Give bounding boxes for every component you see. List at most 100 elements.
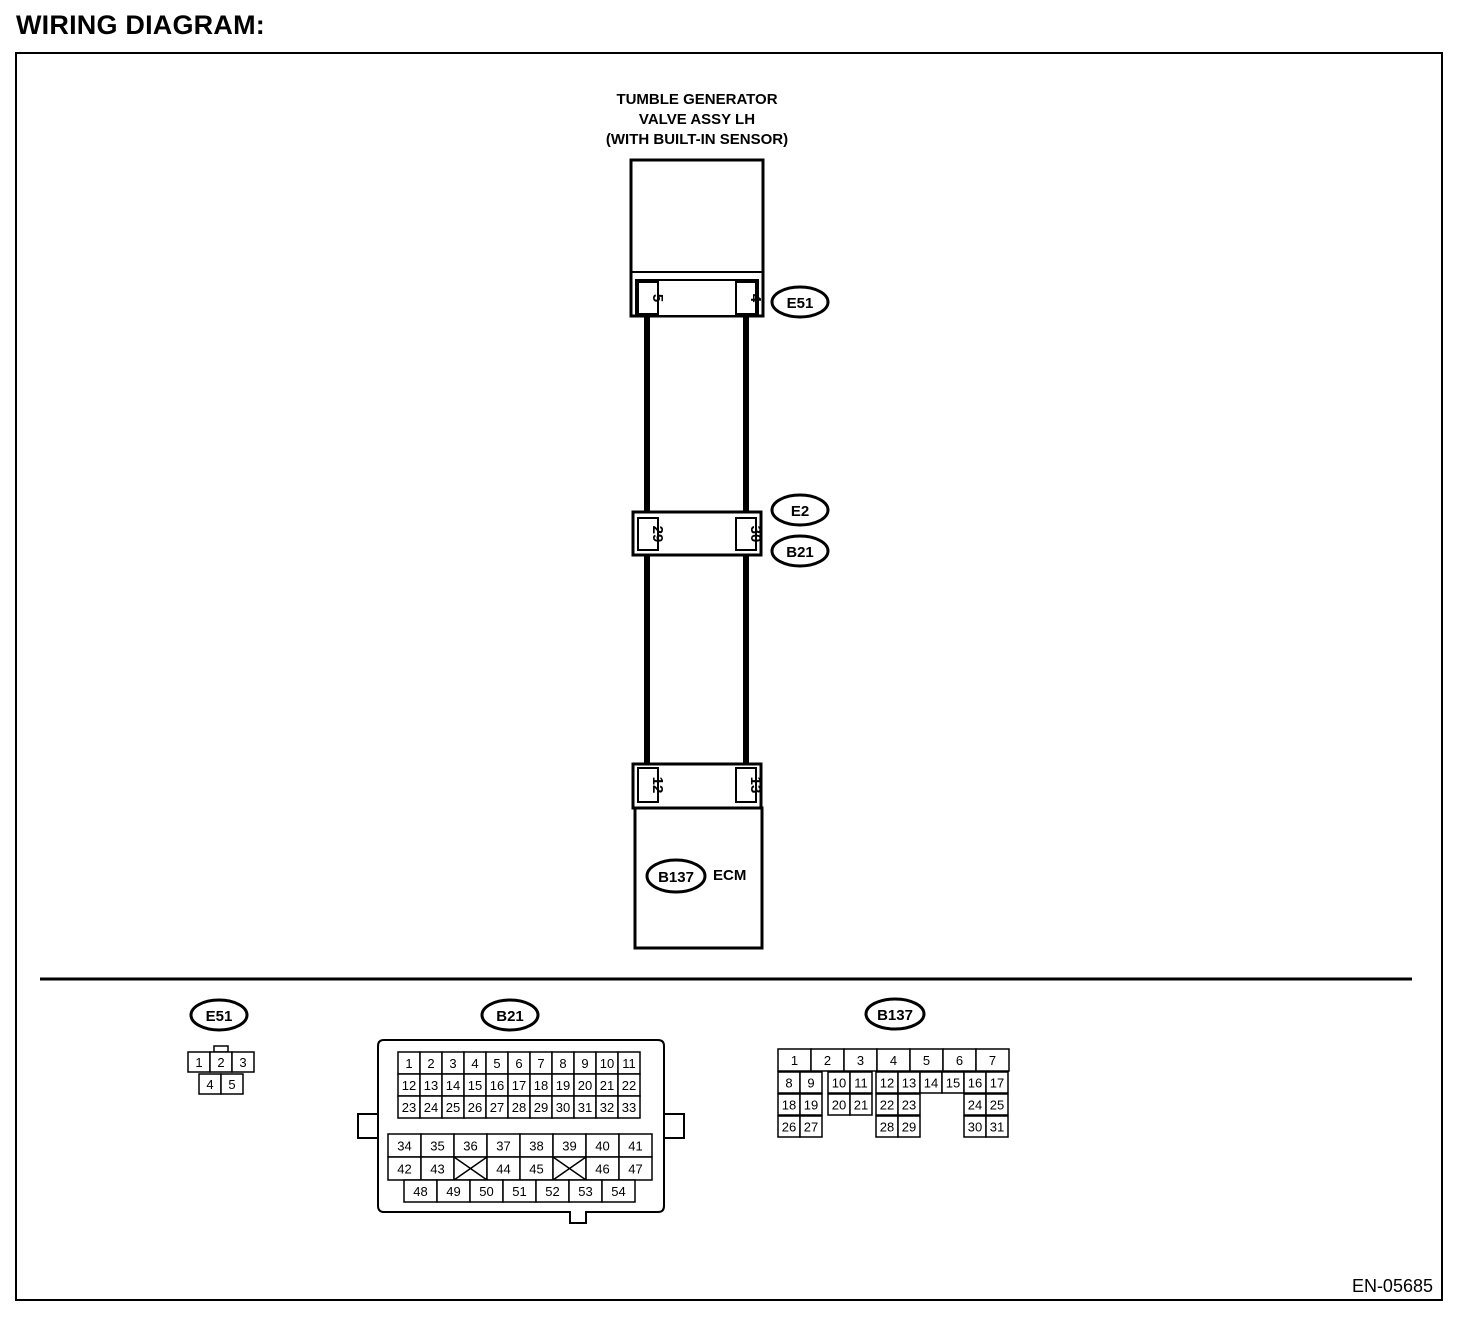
b21-cavity-2: 2 [419, 1051, 443, 1075]
b21-cavity-53: 53 [568, 1179, 603, 1203]
b21-cavity-19: 19 [551, 1073, 575, 1097]
connector-tag-e2: E2 [770, 493, 830, 527]
b137-cavity-16-label: 16 [968, 1076, 982, 1091]
b137-cavity-24-label: 24 [968, 1098, 982, 1113]
b21-cavity-46-label: 46 [595, 1162, 609, 1177]
b137-cavity-26-label: 26 [782, 1120, 796, 1135]
b21-cavity-51: 51 [502, 1179, 537, 1203]
b21-cavity-32: 32 [595, 1095, 619, 1119]
svg-text:E51: E51 [206, 1008, 233, 1025]
b137-cavity-25-label: 25 [990, 1098, 1004, 1113]
b137-cavity-31: 31 [985, 1115, 1009, 1138]
b21-cavity-42: 42 [387, 1156, 422, 1181]
b21-cavity-9: 9 [573, 1051, 597, 1075]
b137-cavity-7: 7 [975, 1048, 1010, 1072]
page-heading: WIRING DIAGRAM: [16, 10, 265, 40]
b137-cavity-18: 18 [777, 1093, 801, 1116]
b21-cavity-52: 52 [535, 1179, 570, 1203]
b137-cavity-19: 19 [799, 1093, 823, 1116]
b21-cavity-48-label: 48 [413, 1184, 427, 1199]
b21-cavity-20-label: 20 [578, 1078, 592, 1093]
b21-cavity-1: 1 [397, 1051, 421, 1075]
e51-cavity-4-label: 4 [206, 1077, 213, 1092]
b137-cavity-22: 22 [875, 1093, 899, 1116]
svg-text:B137: B137 [877, 1007, 913, 1024]
diagram-frame [15, 52, 1443, 1301]
b21-cavity-44-label: 44 [496, 1162, 510, 1177]
e51-cavity-4: 4 [198, 1073, 222, 1095]
b21-cavity-31: 31 [573, 1095, 597, 1119]
b137-cavity-28-label: 28 [880, 1120, 894, 1135]
b21-cavity-13-label: 13 [424, 1078, 438, 1093]
b21-cavity-33: 33 [617, 1095, 641, 1119]
b21-cavity-16-label: 16 [490, 1078, 504, 1093]
b137-cavity-21-label: 21 [854, 1098, 868, 1113]
b137-cavity-13-label: 13 [902, 1076, 916, 1091]
b21-cavity-30: 30 [551, 1095, 575, 1119]
b21-cavity-27-label: 27 [490, 1100, 504, 1115]
b21-cavity-25-label: 25 [446, 1100, 460, 1115]
b21-cavity-7-label: 7 [537, 1056, 544, 1071]
svg-text:B21: B21 [786, 544, 814, 561]
b137-cavity-20-label: 20 [832, 1098, 846, 1113]
e51-cavity-3-label: 3 [239, 1055, 246, 1070]
b137-cavity-11-label: 11 [854, 1076, 868, 1091]
svg-text:B137: B137 [658, 869, 694, 886]
b137-cavity-12: 12 [875, 1071, 899, 1094]
b21-cavity-27: 27 [485, 1095, 509, 1119]
joint-pin-29: 29 [649, 526, 666, 543]
b21-cavity-54: 54 [601, 1179, 636, 1203]
b21-cavity-22-label: 22 [622, 1078, 636, 1093]
b137-cavity-7-label: 7 [989, 1053, 996, 1068]
b137-cavity-6: 6 [942, 1048, 977, 1072]
b21-cavity-47: 47 [618, 1156, 653, 1181]
b137-cavity-10: 10 [827, 1071, 851, 1094]
b137-cavity-3: 3 [843, 1048, 878, 1072]
b137-cavity-18-label: 18 [782, 1098, 796, 1113]
component-title-line-2: VALVE ASSY LH [639, 111, 755, 128]
b137-cavity-20: 20 [827, 1093, 851, 1116]
b21-cavity-38-label: 38 [529, 1139, 543, 1154]
b21-cavity-44: 44 [486, 1156, 521, 1181]
b21-cavity-23: 23 [397, 1095, 421, 1119]
b21-cavity-43-label: 43 [430, 1162, 444, 1177]
b21-cavity-14-label: 14 [446, 1078, 460, 1093]
b21-cavity-49-label: 49 [446, 1184, 460, 1199]
e51-cavity-2: 2 [209, 1051, 233, 1073]
b21-cavity-4: 4 [463, 1051, 487, 1075]
b21-cavity-37: 37 [486, 1133, 521, 1158]
joint-connector-e2-b21: 29 30 [631, 510, 764, 557]
b21-cavity-33-label: 33 [622, 1100, 636, 1115]
b21-cavity-29: 29 [529, 1095, 553, 1119]
e51-cavity-5-label: 5 [228, 1077, 235, 1092]
connector-tag-e51: E51 [770, 285, 830, 319]
e51-pin-4: 4 [747, 294, 764, 303]
b137-cavity-9: 9 [799, 1071, 823, 1094]
b21-cavity-6-label: 6 [515, 1056, 522, 1071]
b21-cavity-10: 10 [595, 1051, 619, 1075]
b21-cavity-34: 34 [387, 1133, 422, 1158]
b21-cavity-43: 43 [420, 1156, 455, 1181]
b21-cavity-24: 24 [419, 1095, 443, 1119]
b21-cavity-28-label: 28 [512, 1100, 526, 1115]
b21-cavity-4-label: 4 [471, 1056, 478, 1071]
b21-cavity-36-label: 36 [463, 1139, 477, 1154]
b21-cavity-2-label: 2 [427, 1056, 434, 1071]
e51-pin-5: 5 [649, 294, 666, 302]
b21-cavity-12-label: 12 [402, 1078, 416, 1093]
b21-cavity-39: 39 [552, 1133, 587, 1158]
b21-cavity-25: 25 [441, 1095, 465, 1119]
component-title-line-1: TUMBLE GENERATOR [616, 91, 777, 108]
b137-cavity-29: 29 [897, 1115, 921, 1138]
b21-cavity-51-label: 51 [512, 1184, 526, 1199]
b137-cavity-26: 26 [777, 1115, 801, 1138]
b21-cavity-41: 41 [618, 1133, 653, 1158]
b21-cavity-26: 26 [463, 1095, 487, 1119]
b21-cavity-29-label: 29 [534, 1100, 548, 1115]
b21-cavity-3: 3 [441, 1051, 465, 1075]
b137-cavity-1-label: 1 [791, 1053, 798, 1068]
b21-cavity-21-label: 21 [600, 1078, 614, 1093]
b137-cavity-30: 30 [963, 1115, 987, 1138]
b137-cavity-15: 15 [941, 1071, 965, 1094]
